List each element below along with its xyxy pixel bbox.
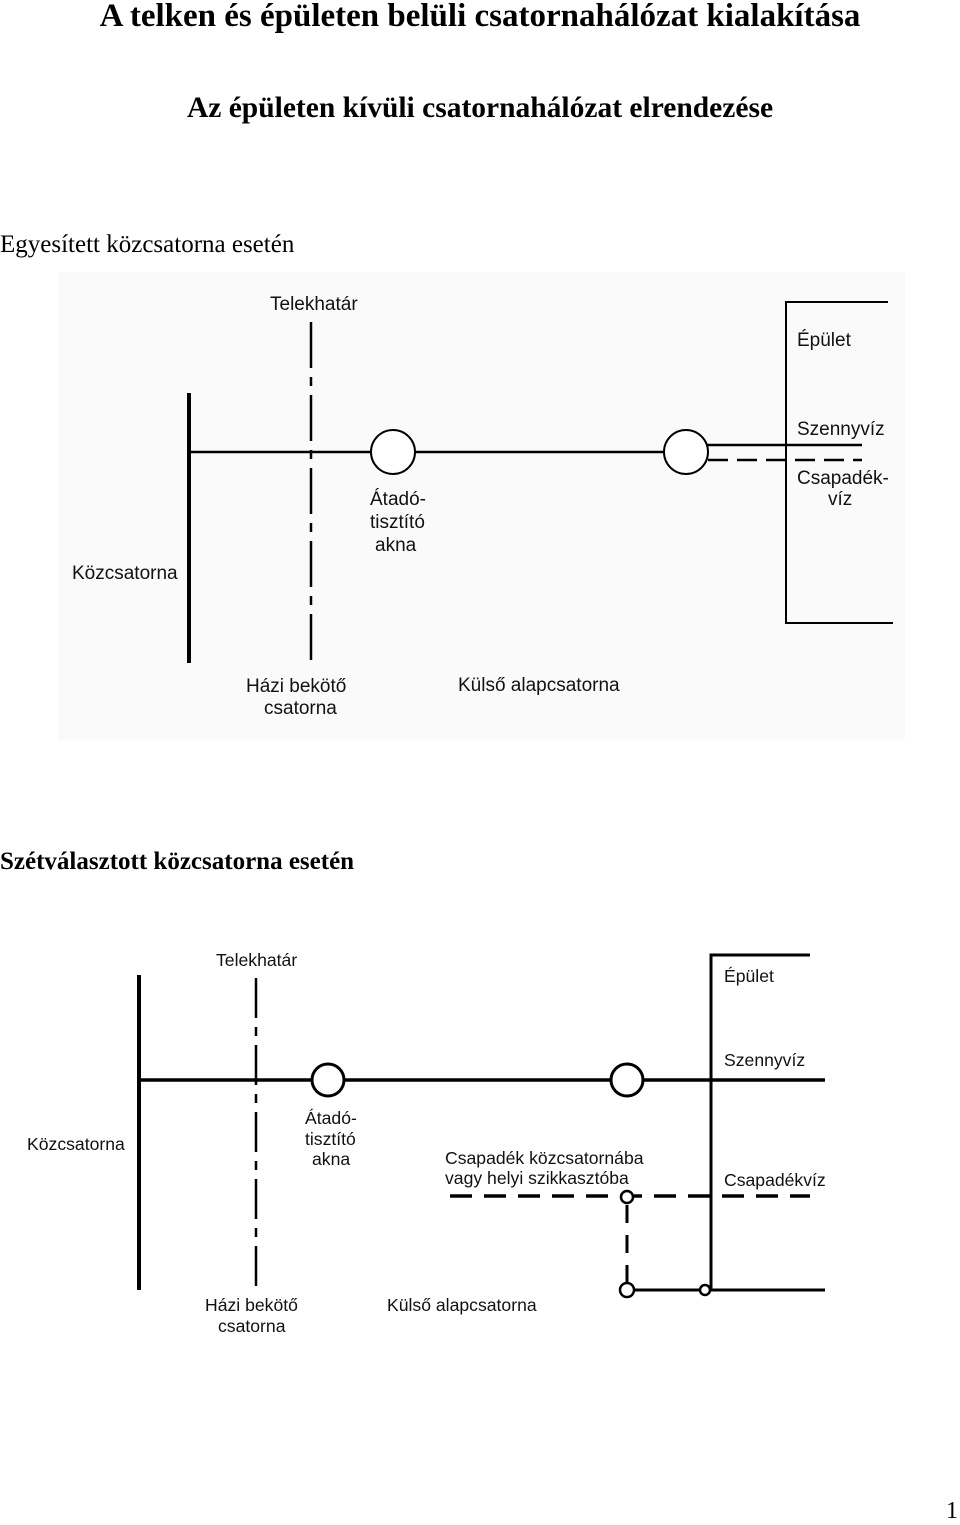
sewage-label: Szennyvíz: [797, 419, 885, 440]
building-outline: [709, 953, 825, 1292]
sewage-label: Szennyvíz: [724, 1050, 805, 1070]
rainwater-destination-label-line-2: vagy helyi szikkasztóba: [445, 1168, 629, 1188]
manhole-label-line-1: Átadó-: [305, 1108, 357, 1128]
rainwater-outlet-circle: [698, 1283, 712, 1297]
building-manhole-circle: [663, 429, 709, 475]
external-drain-label: Külső alapcsatorna: [458, 675, 620, 696]
building-outline: [785, 301, 893, 624]
manhole-circle: [370, 429, 416, 475]
building-label: Épület: [797, 330, 852, 351]
section-heading-separate: Szétválasztott közcsatorna esetén: [0, 848, 355, 875]
rainwater-label-line-2: víz: [828, 489, 852, 510]
diagram-background: [58, 272, 905, 740]
rainwater-label: Csapadékvíz: [724, 1170, 826, 1190]
section-heading-combined: Egyesített közcsatorna esetén: [0, 231, 295, 258]
building-label: Épület: [724, 966, 774, 986]
house-connection-label-line-2: csatorna: [264, 698, 337, 719]
rainwater-bend-circle: [618, 1281, 636, 1299]
separate-sewer-diagram: Telekhatár Épület Szennyvíz Átadó- tiszt…: [27, 950, 826, 1336]
manhole-label-line-3: akna: [312, 1149, 350, 1169]
manhole-circle: [310, 1062, 346, 1098]
manhole-label-line-3: akna: [375, 535, 417, 556]
page-number: 1: [946, 1498, 958, 1524]
house-connection-label-line-2: csatorna: [218, 1316, 286, 1336]
page-subtitle: Az épületen kívüli csatornahálózat elren…: [186, 92, 774, 124]
rainwater-label-line-1: Csapadék-: [797, 468, 889, 489]
house-connection-label-line-1: Házi bekötő: [205, 1295, 298, 1315]
manhole-label-line-2: tisztító: [305, 1129, 356, 1149]
rainwater-junction-circle: [619, 1189, 635, 1205]
manhole-label-line-1: Átadó-: [370, 489, 426, 510]
house-connection-label-line-1: Házi bekötő: [246, 676, 346, 697]
building-manhole-circle: [609, 1062, 645, 1098]
rainwater-destination-label-line-1: Csapadék közcsatornába: [445, 1148, 644, 1168]
manhole-label-line-2: tisztító: [370, 512, 425, 533]
combined-sewer-diagram: Telekhatár Épület Szennyvíz Csapadék- ví…: [58, 272, 905, 740]
property-line-label: Telekhatár: [216, 950, 297, 970]
public-sewer-label: Közcsatorna: [72, 563, 178, 584]
page-title: A telken és épületen belüli csatornaháló…: [99, 0, 861, 34]
external-drain-label: Külső alapcsatorna: [387, 1295, 537, 1315]
property-line-label: Telekhatár: [270, 294, 358, 315]
public-sewer-label: Közcsatorna: [27, 1134, 125, 1154]
